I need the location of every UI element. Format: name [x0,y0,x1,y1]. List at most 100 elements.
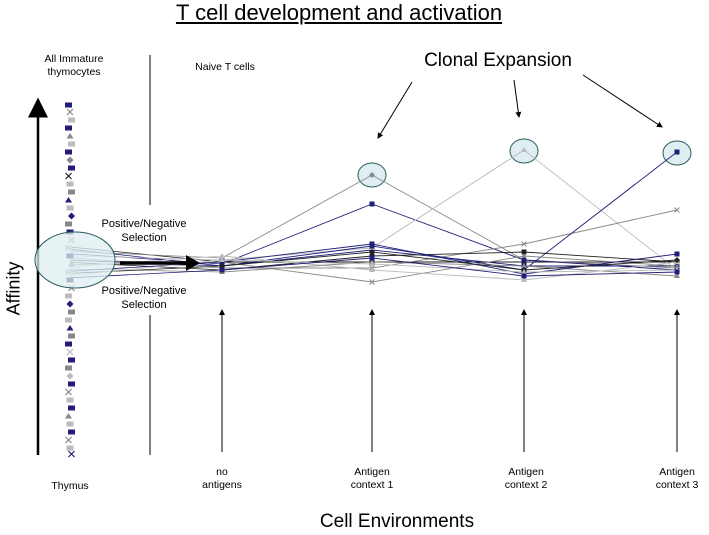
column-label-context3-line1: Antigen [659,466,695,478]
immature-label: All Immature thymocytes [45,53,104,79]
thymocyte-marker [66,421,74,427]
square-marker [674,149,680,155]
column-label-context2-line2: context 2 [504,479,548,491]
clone-trajectory-line [221,257,678,277]
x-marker [369,279,375,285]
column-label-context1-line2: context 1 [350,479,394,491]
triangle-marker [219,253,225,258]
thymocyte-marker [65,388,72,396]
thymocyte-marker [66,445,74,451]
selection-label-top: Positive/Negative Selection [102,217,187,245]
thymocyte-marker [68,405,75,411]
cell-environments-label: Cell Environments [319,511,475,532]
selection-arrow-head [186,255,200,271]
diamond-marker [674,257,680,263]
square-marker [521,273,527,279]
thymocyte-marker [66,348,74,356]
column-label-no-antigens-line1: no [216,466,228,478]
x-marker [521,253,527,259]
diamond-marker [369,249,375,255]
column-label-context1-line1: Antigen [354,466,390,478]
thymocyte-marker [65,197,72,203]
square-marker [369,255,375,261]
clone-trajectory-line [222,209,678,269]
thymocyte-marker [65,293,72,299]
square-marker [369,201,375,207]
triangle-marker [674,273,680,278]
column-label-no-antigens-line2: antigens [202,479,242,491]
thymocyte-marker [65,317,72,323]
triangle-marker [521,263,527,268]
thymocyte-marker [66,205,74,211]
diamond-marker [369,172,375,178]
selection-top-line1: Positive/Negative [101,218,187,230]
thymocyte-marker [68,165,75,171]
thymocyte-marker [68,357,75,363]
thymocyte-marker [66,325,74,331]
triangle-marker [521,277,527,282]
thymocyte-marker [65,341,72,347]
thymocyte-marker [68,212,75,220]
thymocyte-marker [65,125,72,131]
selection-bottom-line2: Selection [121,299,167,311]
clone-trajectory-line [221,259,678,273]
square-marker [521,249,527,255]
triangle-marker [219,257,225,262]
thymocyte-marker [66,156,74,164]
immature-label-line2: thymocytes [47,66,101,78]
clonal-pointer-arrow-3 [582,74,663,128]
thymocyte-marker [68,141,75,147]
thymocyte-marker [66,397,74,403]
clonal-pointer-arrow-2 [513,79,522,118]
selection-ellipse [34,231,116,289]
selection-label-bottom: Positive/Negative Selection [102,284,187,312]
thymocyte-marker [66,108,74,116]
x-marker [674,207,680,213]
square-marker [521,257,527,263]
square-marker [219,267,225,273]
column-label-context1: Antigen context 1 [351,466,394,492]
column-label-thymus: Thymus [51,480,88,493]
immature-label-line1: All Immature [44,53,104,65]
thymocyte-marker [65,436,72,444]
thymocyte-marker [65,172,72,180]
thymocyte-marker [65,365,72,371]
column-label-context3-line2: context 3 [655,479,699,491]
selection-bottom-line1: Positive/Negative [101,285,187,297]
triangle-marker [521,147,527,152]
clone-trajectory-line [221,149,678,271]
thymocyte-marker [66,133,74,139]
thymocyte-marker [68,309,75,315]
thymocyte-marker [68,333,75,339]
x-marker [521,241,527,247]
diagram-title: T cell development and activation [175,0,503,25]
thymocyte-marker [68,189,75,195]
x-marker [674,263,680,269]
square-marker [674,251,680,257]
square-marker [369,241,375,247]
clone-trajectory-line [221,251,678,271]
triangle-marker [369,261,375,266]
triangle-marker [369,267,375,272]
square-marker [674,269,680,275]
thymocyte-marker [65,413,72,419]
selection-top-line2: Selection [121,232,167,244]
column-label-thymus-line1: Thymus [51,480,89,492]
clonal-pointer-arrow-1 [377,81,413,139]
column-label-context2-line1: Antigen [508,466,544,478]
thymocyte-marker [68,381,75,387]
thymocyte-marker [66,300,74,308]
thymocyte-marker [65,221,72,227]
clone-trajectory-line [221,255,678,283]
column-label-no-antigens: no antigens [202,466,242,492]
thymocyte-marker [66,372,74,380]
thymocyte-marker [66,181,74,187]
thymocyte-marker [68,450,75,458]
column-label-context2: Antigen context 2 [505,466,548,492]
clonal-expansion-label: Clonal Expansion [424,50,572,71]
thymocyte-marker [65,102,72,108]
naive-label: Naive T cells [195,61,255,73]
clone-trajectory-line [221,243,678,275]
